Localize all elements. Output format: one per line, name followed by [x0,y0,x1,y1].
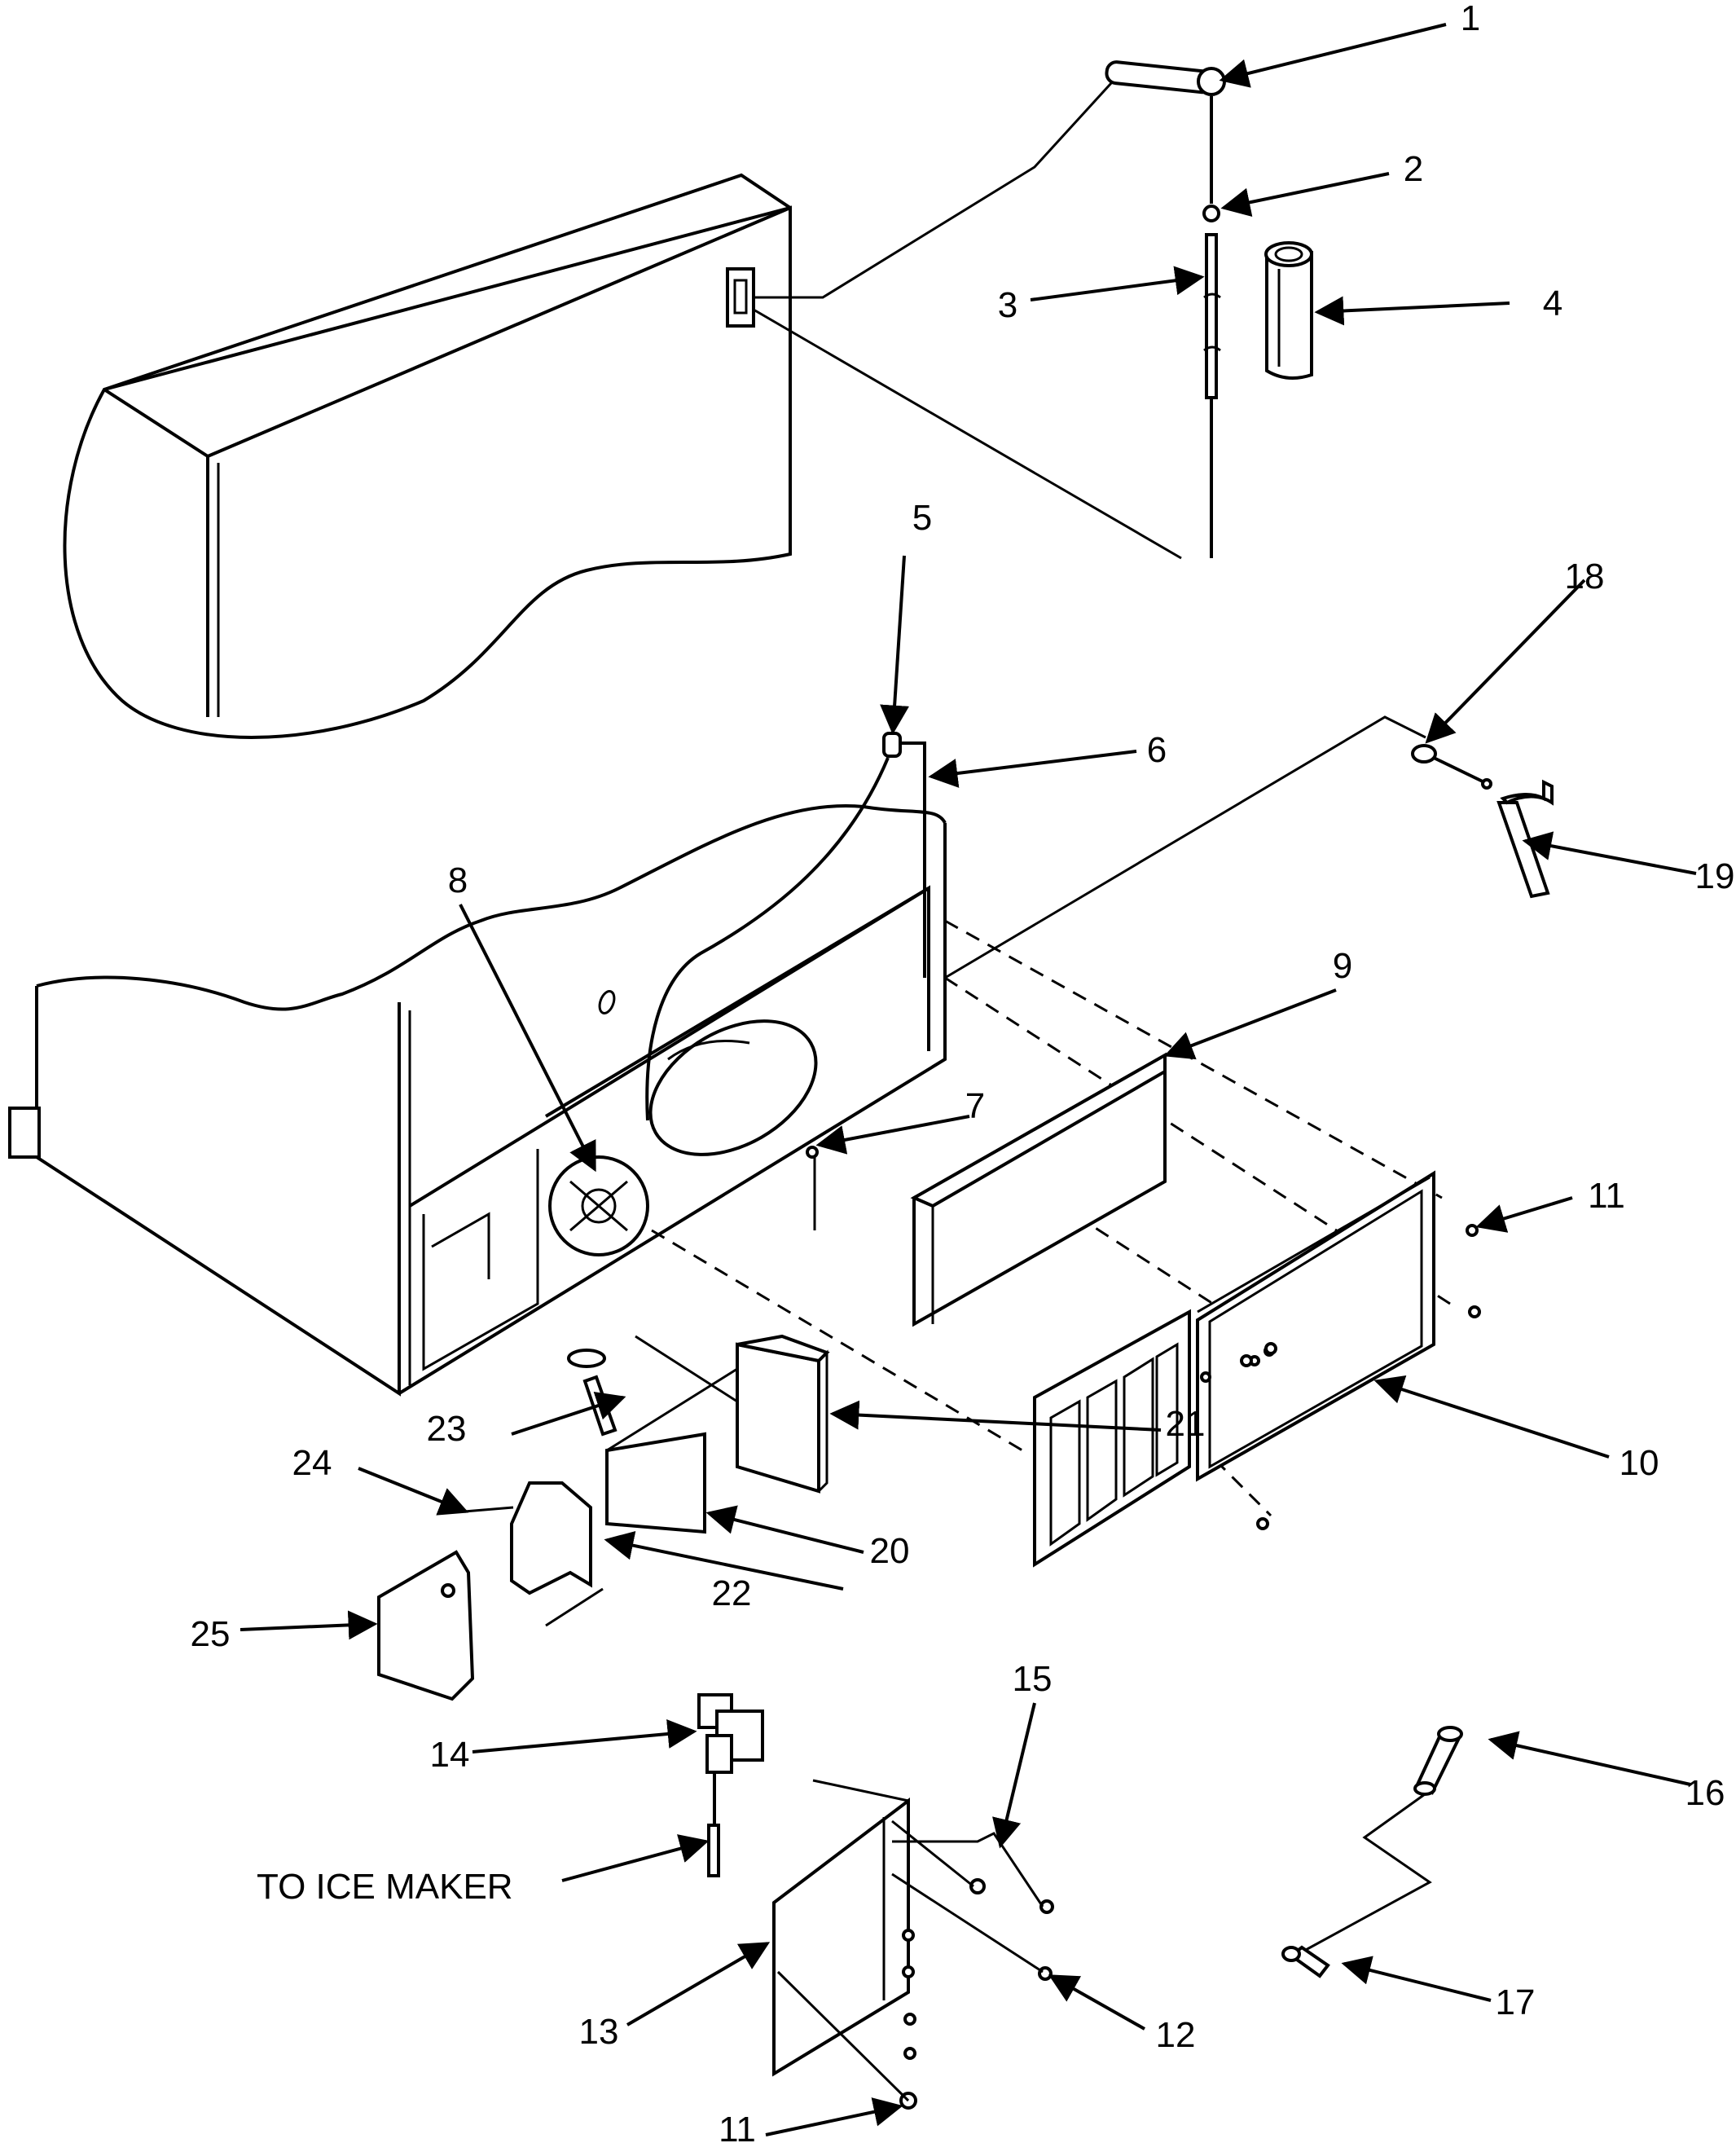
screw [1240,1354,1253,1367]
water-valve [697,1693,764,1877]
cover-plate [772,1779,1054,2110]
leader-bracket-to-rod [753,308,1182,560]
drain-tube [1411,744,1554,899]
callout-14: 14 [430,1735,470,1775]
control-box-assembly [377,1334,830,1701]
screw [806,1146,819,1159]
note-to-ice-maker: TO ICE MAKER [257,1867,513,1907]
callout-22: 22 [712,1573,752,1613]
screw [1256,1517,1269,1530]
callout-20: 20 [870,1531,910,1571]
leader-to-tube [944,715,1426,979]
callout-16: 16 [1685,1773,1725,1813]
rod-assembly [1105,60,1226,558]
callout-25: 25 [191,1614,231,1654]
callout-2: 2 [1404,149,1423,189]
callout-5: 5 [912,498,932,538]
callout-19: 19 [1695,856,1735,896]
callout-11-top: 11 [1588,1176,1625,1216]
access-panel [1196,1170,1435,1482]
callout-11-bottom: 11 [719,2110,756,2143]
leader-bracket-to-handle [754,72,1122,299]
front-grille [1033,1309,1191,1568]
screw [1468,1305,1481,1318]
callout-12: 12 [1156,2015,1196,2055]
callout-6: 6 [1147,730,1167,770]
callout-9: 9 [1333,946,1352,986]
callout-17: 17 [1496,1982,1536,2022]
filter-assembly [1281,1726,1463,1978]
assembly-line [1196,1441,1272,1517]
upper-cabinet [63,173,792,739]
screw [1264,1342,1277,1355]
callout-1: 1 [1461,0,1480,38]
tube-sleeve [1264,241,1313,380]
callout-13: 13 [579,2012,619,2052]
screw [1466,1224,1479,1237]
callout-18: 18 [1565,557,1605,596]
insulation-pad [910,1052,1167,1327]
callout-15: 15 [1013,1659,1053,1699]
lower-cabinet [8,732,947,1397]
callout-23: 23 [427,1409,467,1449]
callout-7: 7 [965,1086,985,1126]
callout-10: 10 [1620,1443,1659,1483]
callout-24: 24 [292,1443,332,1483]
callout-21: 21 [1166,1404,1206,1444]
callout-4: 4 [1543,284,1562,323]
callout-3: 3 [998,285,1017,325]
assembly-line [944,919,1443,1199]
callout-8: 8 [448,860,468,900]
